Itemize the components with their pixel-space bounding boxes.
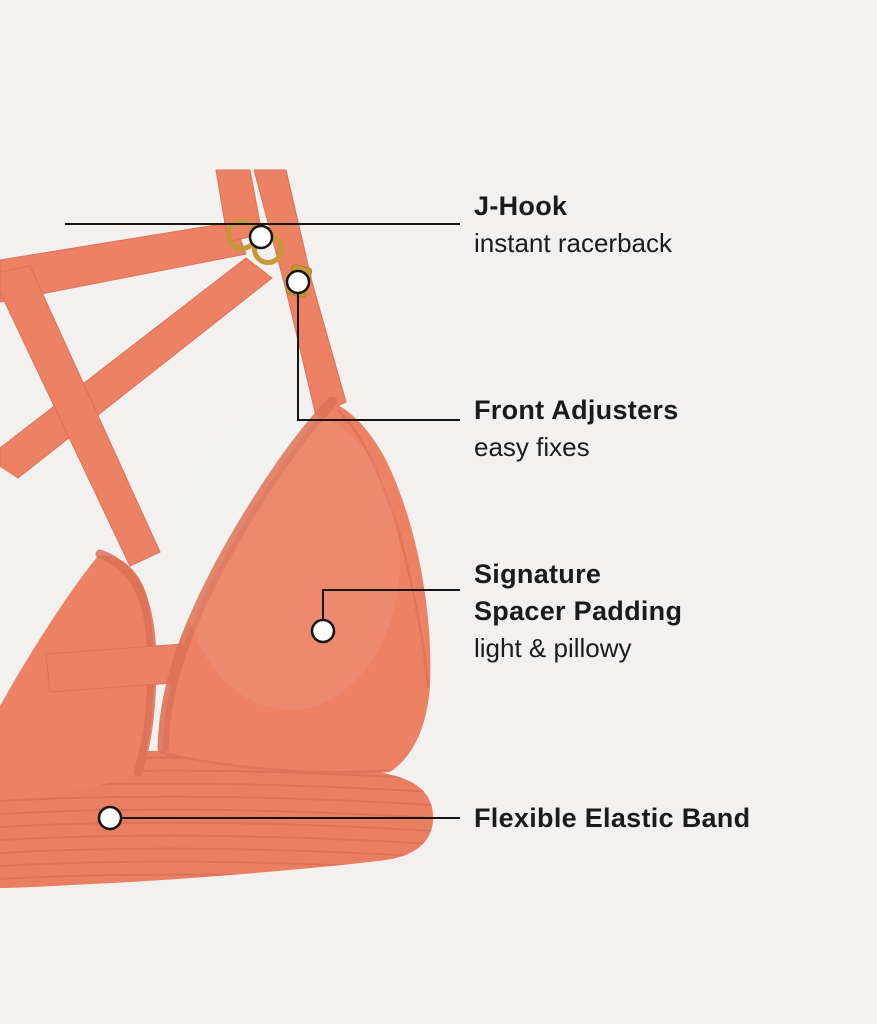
callout-title: Flexible Elastic Band xyxy=(474,803,751,833)
callout-lines xyxy=(65,223,460,831)
callout-title-line2: Spacer Padding xyxy=(474,596,683,626)
callout-marker-j-hook xyxy=(248,224,274,250)
callout-title-line1: Signature xyxy=(474,559,602,589)
back-strap-upper xyxy=(0,221,247,303)
callout-subtitle: light & pillowy xyxy=(474,633,632,663)
main-cup xyxy=(157,396,431,774)
cup-side-seam xyxy=(337,409,430,689)
callout-title: Front Adjusters xyxy=(474,395,679,425)
callout-elastic-band: Flexible Elastic Band xyxy=(474,800,750,837)
callout-subtitle: easy fixes xyxy=(474,432,590,462)
callout-front-adjusters: Front Adjusters easy fixes xyxy=(474,392,679,465)
callout-line-front-adjusters xyxy=(297,293,460,421)
callout-title: J-Hook xyxy=(474,191,568,221)
callout-subtitle: instant racerback xyxy=(474,228,672,258)
neckline-trim xyxy=(157,396,338,754)
callout-marker-elastic-band xyxy=(97,805,123,831)
callout-j-hook: J-Hook instant racerback xyxy=(474,188,672,261)
callout-marker-spacer-padding xyxy=(310,618,336,644)
cup-band-seam xyxy=(165,752,389,774)
callout-spacer-padding: Signature Spacer Padding light & pillowy xyxy=(474,556,682,666)
callout-line-spacer-padding xyxy=(322,589,460,620)
callout-marker-front-adjusters xyxy=(285,269,311,295)
straps xyxy=(0,169,347,567)
left-shoulder-strap xyxy=(0,265,161,567)
elastic-band xyxy=(0,750,434,888)
